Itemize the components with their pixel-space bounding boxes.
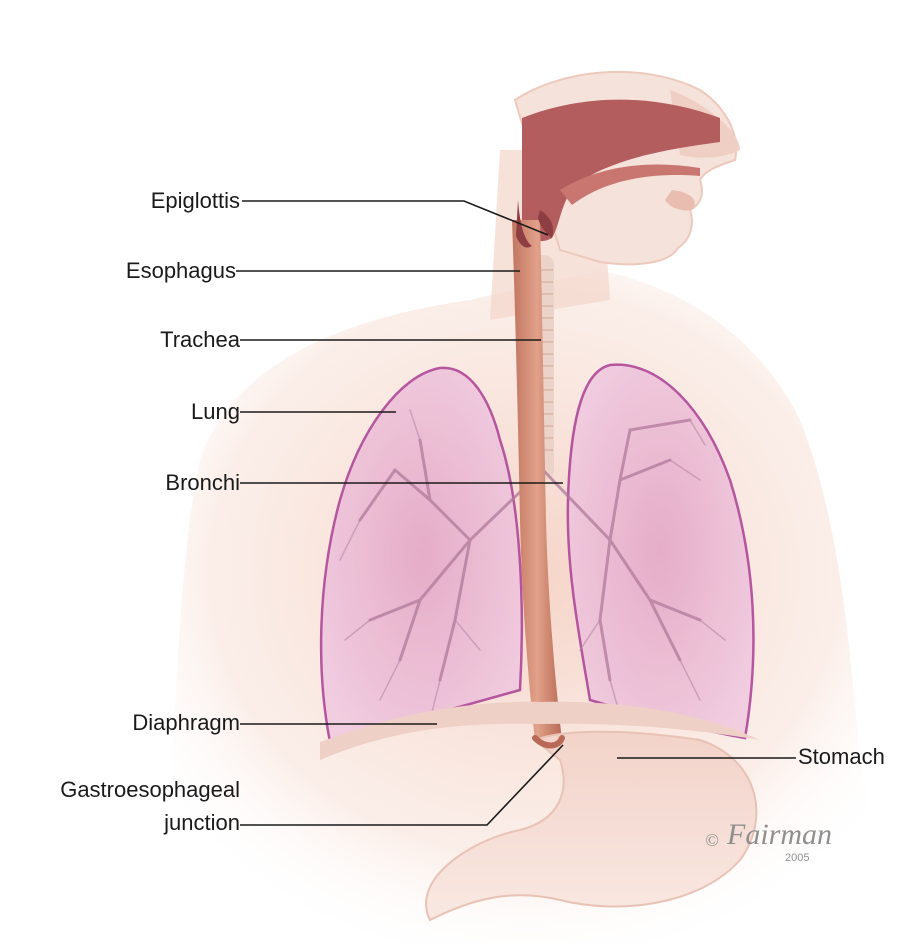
label-gej-line2: junction bbox=[164, 810, 240, 836]
copyright-symbol: © bbox=[705, 830, 719, 851]
label-lung: Lung bbox=[191, 399, 240, 425]
label-epiglottis: Epiglottis bbox=[151, 188, 240, 214]
label-esophagus: Esophagus bbox=[126, 258, 236, 284]
signature-year: 2005 bbox=[785, 852, 809, 864]
signature-name: Fairman bbox=[727, 818, 832, 852]
label-trachea: Trachea bbox=[160, 327, 240, 353]
label-stomach: Stomach bbox=[798, 744, 885, 770]
label-bronchi: Bronchi bbox=[165, 470, 240, 496]
label-diaphragm: Diaphragm bbox=[132, 710, 240, 736]
label-gej-line1: Gastroesophageal bbox=[60, 777, 240, 803]
artist-signature: © Fairman 2005 bbox=[705, 818, 845, 868]
